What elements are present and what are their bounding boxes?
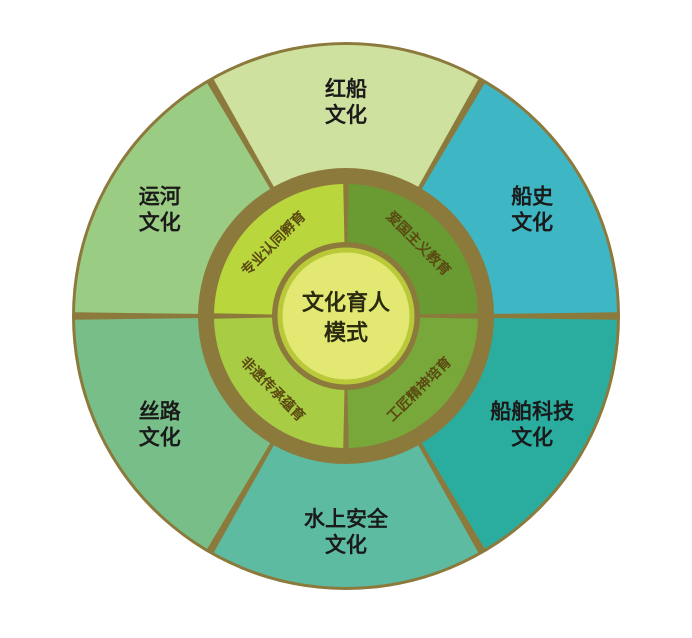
outer-segment-label: 文化 <box>325 103 367 127</box>
outer-segment-label: 文化 <box>511 426 553 450</box>
center-hub: 文化育人 模式 <box>277 247 415 385</box>
outer-segment-label: 文化 <box>325 533 367 557</box>
inner-segment-shape <box>347 317 478 448</box>
center-circle <box>277 247 415 385</box>
outer-segment-label: 文化 <box>139 426 181 450</box>
inner-segment-shape <box>214 184 345 315</box>
outer-segment-shape <box>421 318 617 549</box>
outer-segment-label: 文化 <box>511 211 553 235</box>
outer-segment-label: 红船 <box>325 77 367 101</box>
outer-segment-shape <box>421 83 617 314</box>
inner-segment-shape <box>347 184 478 315</box>
outer-segment-shape <box>213 45 479 187</box>
outer-segment-label: 水上安全 <box>304 507 389 531</box>
outer-segment-shape <box>75 83 271 314</box>
outer-segment-label: 文化 <box>139 211 181 235</box>
center-label-line-1: 文化育人 <box>302 290 390 316</box>
outer-segment-label: 船史 <box>511 185 554 209</box>
outer-segment-label: 船舶科技 <box>490 400 575 424</box>
inner-segment-shape <box>214 317 345 448</box>
outer-segment-shape <box>75 318 271 549</box>
outer-segment-shape <box>213 445 479 587</box>
outer-segment-label: 运河 <box>139 185 181 209</box>
outer-segment-label: 丝路 <box>139 400 182 424</box>
center-label-line-2: 模式 <box>324 321 368 346</box>
